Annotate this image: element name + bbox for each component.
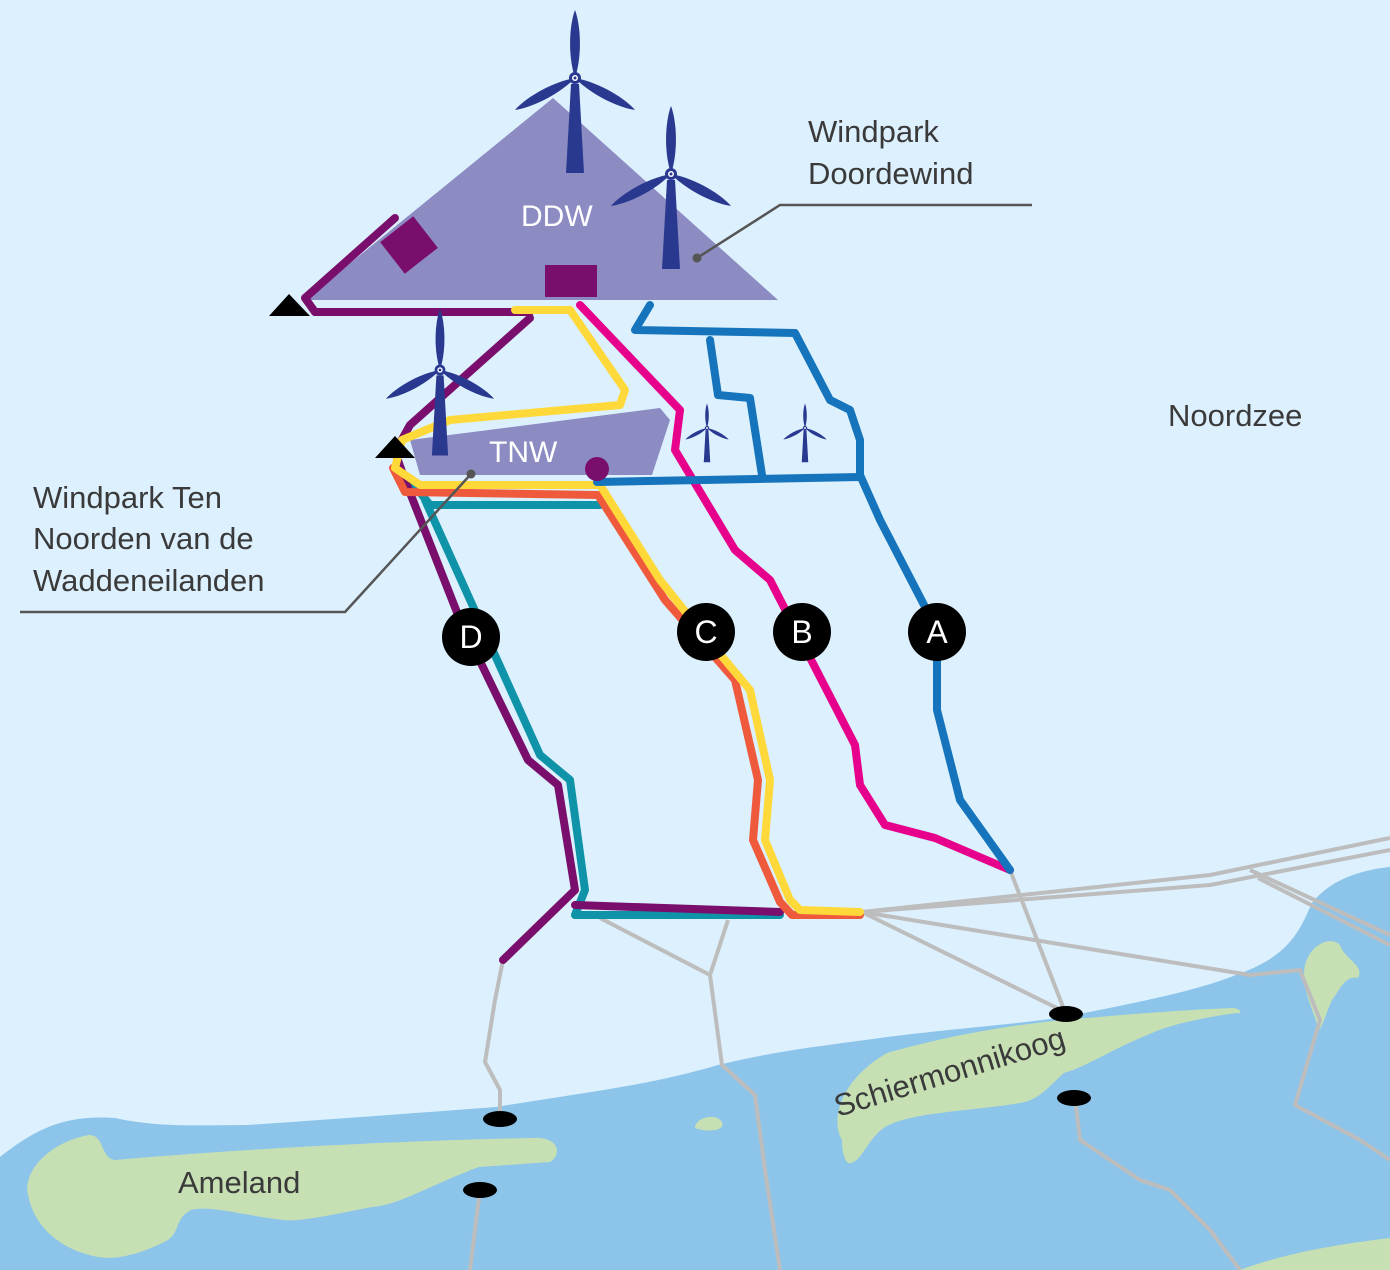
route-badge-d: D [442,608,500,666]
ddw-code: DDW [521,200,593,233]
svg-text:D: D [459,619,482,655]
tnw-windpark-area [410,408,670,475]
existing-cables [468,836,1390,1270]
svg-text:Windpark Ten: Windpark Ten [33,480,222,515]
ameland-island [27,1135,557,1258]
svg-text:Windpark: Windpark [808,114,939,149]
route-a [593,301,1014,874]
tnw-callout: Windpark Ten Noorden van de Waddeneiland… [20,469,476,614]
mainland [1240,1238,1390,1270]
tnw-code: TNW [489,436,558,469]
sea-label: Noordzee [1168,398,1302,433]
tnw-platform [585,457,609,481]
rottumeroog-island [1303,941,1360,1030]
landing-points [463,1006,1091,1198]
route-badge-a: A [908,603,966,661]
svg-text:Waddeneilanden: Waddeneilanden [33,563,265,598]
svg-text:B: B [791,614,812,650]
ameland-label: Ameland [178,1165,300,1200]
svg-text:Noorden van de: Noorden van de [33,521,254,556]
ddw-platform-1 [380,216,438,274]
schiermonnikoog-island [837,1008,1241,1164]
route-b [576,301,1014,874]
svg-text:A: A [926,614,948,650]
svg-text:C: C [694,614,717,650]
ddw-callout: Windpark Doordewind [692,114,1032,263]
route-badge-c: C [677,603,735,661]
small-island [695,1116,723,1131]
svg-text:Doordewind: Doordewind [808,156,973,191]
route-badge-b: B [773,603,831,661]
ddw-platform-2 [545,265,597,297]
station-triangle-icon [375,436,415,458]
station-triangle-icon [269,294,310,316]
